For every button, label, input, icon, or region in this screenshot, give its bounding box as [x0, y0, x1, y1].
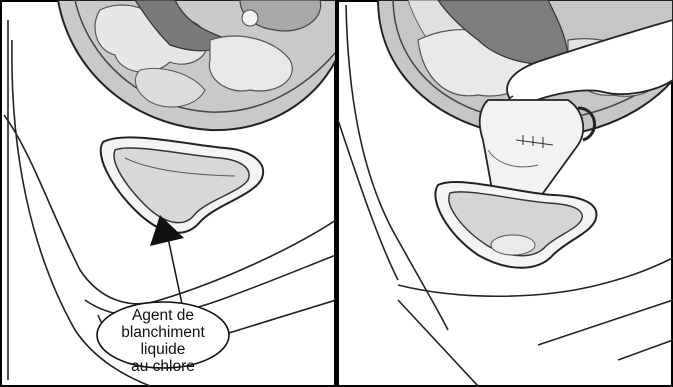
callout-line-2: blanchiment liquide	[101, 324, 225, 358]
right-panel	[338, 0, 673, 387]
washer-top-view-right	[338, 0, 673, 387]
left-panel: Agent de blanchiment liquide au chlore	[0, 0, 336, 387]
callout-line-3: au chlore	[101, 358, 225, 375]
callout-line-1: Agent de	[101, 307, 225, 324]
bleach-callout-label: Agent de blanchiment liquide au chlore	[101, 307, 225, 375]
